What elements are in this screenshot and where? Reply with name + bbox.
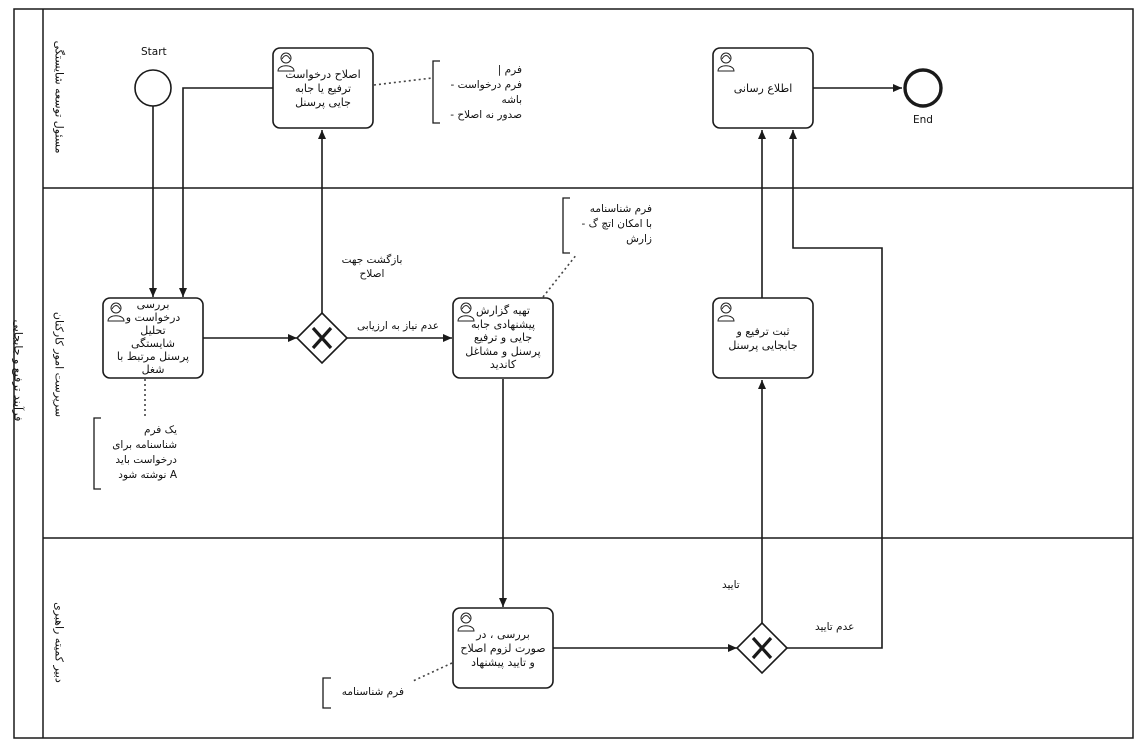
lane-label-3: دبیر کمیته راهبری	[52, 602, 66, 683]
task-report-line: کاندید	[489, 358, 517, 372]
task-register-line: ثبت ترفیع و	[736, 325, 790, 338]
end-event	[903, 68, 943, 108]
task-check	[452, 607, 554, 689]
task-review-line: پرسنل مرتبط با	[116, 350, 190, 363]
end-label: End	[913, 114, 933, 126]
flow-label-approve: تایید	[722, 579, 740, 591]
annotation-form-plain: فرم شناسنامه	[326, 685, 404, 700]
task-report	[452, 297, 554, 379]
task-check-text: بررسی ، در صورت لزوم اصلاح و تایید پیشنه…	[455, 612, 551, 686]
annotation-line: یک فرم	[144, 424, 177, 436]
task-boxes	[102, 47, 814, 689]
task-notify	[712, 47, 814, 129]
annotation-brackets	[93, 60, 570, 709]
pool-label: فرآیند ترفیع و جابجایی	[11, 319, 25, 422]
flow-label-return: بازگشت جهت اصلاح	[336, 253, 408, 281]
task-register-text: ثبت ترفیع و جابجایی پرسنل	[715, 302, 811, 376]
annotation-line: صدور نه اصلاح -	[450, 109, 522, 121]
task-notify-text: اطلاع رسانی	[715, 52, 811, 126]
task-review-text: بررسی درخواست و تحلیل شایستگی پرسنل مرتب…	[105, 294, 201, 380]
annotation-form-id: فرم شناسنامه با امکان اتچ گ - زارش	[566, 202, 652, 247]
flow-label-line: بازگشت جهت	[341, 254, 403, 266]
task-register	[712, 297, 814, 379]
flow-label-no-need: عدم نیاز به ارزیابی	[357, 320, 440, 332]
user-icon	[277, 52, 295, 72]
associations	[144, 77, 578, 682]
user-icon	[717, 302, 735, 322]
start-event	[134, 69, 172, 107]
annotation-line: فرم |	[497, 64, 522, 76]
task-check-line: بررسی ، در	[476, 628, 530, 641]
flow-label-reject: عدم تایید	[815, 621, 855, 633]
flow-fix-to-review	[179, 87, 273, 297]
task-review	[102, 297, 204, 379]
sequence-flows	[149, 84, 902, 652]
annotation-line: شناسنامه برای	[112, 439, 177, 451]
annotation-line: فرم شناسنامه	[589, 203, 652, 215]
task-fix-line: اصلاح درخواست	[285, 68, 361, 81]
task-fix-line: جایی پرسنل	[295, 96, 351, 109]
task-report-line: پیشنهادی جابه	[470, 317, 536, 331]
user-icon	[457, 612, 475, 632]
task-fix	[272, 47, 374, 129]
user-icon	[457, 302, 475, 322]
annotation-line: باشه	[501, 94, 522, 106]
task-report-line: پرسنل و مشاغل	[465, 344, 541, 358]
user-icon	[107, 302, 125, 322]
task-register-line: جابجایی پرسنل	[728, 339, 798, 352]
task-review-line: شغل	[141, 363, 165, 376]
start-label: Start	[141, 46, 167, 58]
pool	[13, 8, 1134, 739]
user-task-icons	[107, 52, 735, 632]
flow-gateway2-reject-to-notify	[787, 130, 883, 649]
task-check-line: صورت لزوم اصلاح	[460, 642, 546, 655]
task-fix-line: ترفیع یا جابه	[294, 82, 352, 95]
annotation-line: فرم شناسنامه	[341, 686, 404, 698]
task-review-line: درخواست و	[125, 311, 181, 324]
flow-label-line: اصلاح	[359, 268, 385, 280]
annotation-line: فرم درخواست -	[450, 79, 522, 91]
task-review-line: شایستگی	[130, 337, 175, 350]
task-fix-text: اصلاح درخواست ترفیع یا جابه جایی پرسنل	[275, 52, 371, 126]
annotation-line: زارش	[626, 233, 652, 245]
task-report-text: تهیه گزارش پیشنهادی جابه جایی و ترفیع پر…	[455, 300, 551, 376]
task-notify-line: اطلاع رسانی	[733, 82, 793, 95]
annotation-line: A نوشته شود	[118, 469, 177, 481]
annotation-line: درخواست باید	[115, 454, 177, 466]
gateway-2	[735, 621, 789, 675]
task-review-line: تحلیل	[140, 324, 166, 337]
annotation-one-form: یک فرم شناسنامه برای درخواست باید A نوشت…	[97, 423, 177, 483]
lane-label-1: مسئول توسعه شایستگی	[52, 40, 66, 154]
task-report-line: جایی و ترفیع	[473, 331, 533, 345]
task-report-line: تهیه گزارش	[476, 304, 530, 318]
lane-label-2: سرپرست امور کارکنان	[52, 311, 66, 418]
task-review-line: بررسی	[136, 298, 170, 311]
annotation-line: با امکان اتچ گ -	[581, 218, 652, 230]
user-icon	[717, 52, 735, 72]
task-check-line: و تایید پیشنهاد	[471, 656, 535, 669]
annotation-form-fix: فرم | فرم درخواست - باشه صدور نه اصلاح -	[436, 63, 522, 123]
gateway-1	[295, 311, 349, 365]
